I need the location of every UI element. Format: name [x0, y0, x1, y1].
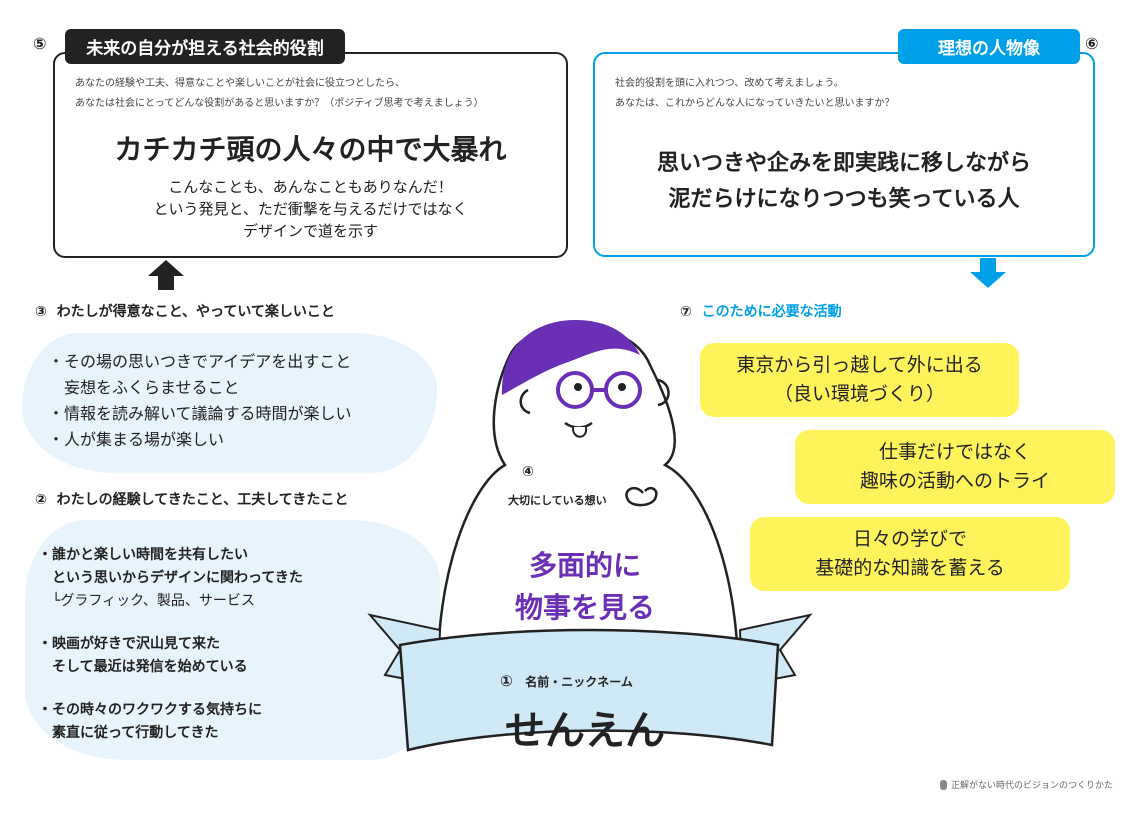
footer-text: 正解がない時代のビジョンのつくりかた	[951, 781, 1114, 791]
list-item: という思いからデザインに関わってきた	[38, 570, 303, 586]
section7-title: このために必要な活動	[701, 304, 842, 320]
experience-list: ・誰かと楽しい時間を共有したい という思いからデザインに関わってきた └グラフィ…	[38, 544, 303, 745]
sub-text: デザインで道を示す	[242, 222, 378, 240]
activity-text: 趣味の活動へのトライ	[859, 470, 1050, 492]
activity-card: 東京から引っ越して外に出る （良い環境づくり）	[700, 343, 1019, 417]
section3-heading: ③ わたしが得意なこと、やっていて楽しいこと	[35, 301, 335, 321]
list-item: ・その時々のワクワクする気持ちに	[38, 702, 262, 718]
section1-number: ①	[500, 672, 513, 690]
section1-title: 名前・ニックネーム	[525, 675, 633, 689]
prompt: あなたは、これからどんな人になっていきたいと思いますか？	[615, 98, 895, 109]
list-item: └グラフィック、製品、サービス	[38, 593, 255, 609]
list-item: 妄想をふくらませること	[48, 378, 240, 397]
activity-text: 基礎的な知識を蓄える	[815, 557, 1005, 579]
ideal-answer: 泥だらけになりつつも笑っている人	[668, 187, 1020, 212]
sub-text: こんなことも、あんなこともありなんだ！	[168, 178, 453, 196]
list-item: ・映画が好きで沢山見て来た	[38, 636, 220, 652]
section2-title: わたしの経験してきたこと、工夫してきたこと	[56, 492, 349, 508]
activity-card: 日々の学びで基礎的な知識を蓄える	[750, 517, 1070, 591]
footer: 正解がない時代のビジョンのつくりかた	[940, 778, 1113, 791]
activity-text: （良い環境づくり）	[773, 383, 945, 405]
list-item: ・人が集まる場が楽しい	[48, 430, 225, 449]
sub-text: という発見と、ただ衝撃を与えるだけではなく	[153, 200, 468, 218]
list-item: ・その場の思いつきでアイデアを出すこと	[48, 352, 352, 371]
name-banner	[398, 628, 780, 752]
core-belief: 物事を見る	[514, 591, 655, 624]
future-role-tab: 未来の自分が担える社会的役割	[65, 29, 345, 64]
prompt: あなたの経験や工夫、得意なことや楽しいことが社会に役立つとしたら、	[75, 78, 405, 89]
section4-title: 大切にしている想い	[508, 494, 607, 507]
prompt: あなたは社会にとってどんな役割があると思いますか？（ポジティブ思考で考えましょう…	[75, 98, 484, 109]
section5-number: ⑤	[33, 34, 47, 53]
activity-text: 仕事だけではなく	[878, 441, 1031, 463]
strengths-list: ・その場の思いつきでアイデアを出すこと 妄想をふくらませること ・情報を読み解い…	[48, 349, 352, 453]
section3-number: ③	[35, 304, 47, 320]
section2-heading: ② わたしの経験してきたこと、工夫してきたこと	[35, 489, 348, 509]
activity-text: 日々の学びで	[852, 528, 967, 550]
future-role-answer: カチカチ頭の人々の中で大暴れ	[114, 133, 507, 166]
heart-icon	[625, 486, 658, 507]
prompt: 社会的役割を頭に入れつつ、改めて考えましょう。	[615, 78, 844, 89]
ideal-person-tab: 理想の人物像	[898, 29, 1080, 64]
experience-blob	[25, 520, 440, 760]
list-item: ・誰かと楽しい時間を共有したい	[38, 547, 248, 563]
section7-number: ⑦	[680, 304, 692, 320]
ideal-person-box: 社会的役割を頭に入れつつ、改めて考えましょう。 あなたは、これからどんな人になっ…	[593, 52, 1095, 257]
hair	[501, 320, 640, 395]
section4-number: ④	[522, 464, 534, 480]
ideal-answer: 思いつきや企みを即実践に移しながら	[656, 151, 1031, 176]
activity-text: 東京から引っ越して外に出る	[736, 354, 983, 376]
character-body	[436, 324, 740, 687]
section6-number: ⑥	[1085, 34, 1099, 53]
section2-number: ②	[35, 492, 47, 508]
section1-heading: ① 名前・ニックネーム	[500, 672, 633, 690]
arrow-down-icon	[970, 258, 1006, 288]
section3-title: わたしが得意なこと、やっていて楽しいこと	[56, 304, 335, 320]
list-item: ・情報を読み解いて議論する時間が楽しい	[48, 404, 352, 423]
nickname: せんえん	[505, 708, 665, 754]
logo-icon	[940, 779, 947, 790]
core-belief: 多面的に	[528, 549, 641, 582]
list-item: そして最近は発信を始めている	[38, 659, 248, 675]
strengths-blob	[22, 333, 437, 473]
arrow-up-icon	[148, 260, 184, 290]
activity-card: 仕事だけではなく趣味の活動へのトライ	[795, 430, 1115, 504]
list-item: 素直に従って行動してきた	[38, 725, 219, 741]
future-role-box: あなたの経験や工夫、得意なことや楽しいことが社会に役立つとしたら、 あなたは社会…	[53, 52, 568, 258]
section7-heading: ⑦ このために必要な活動	[680, 301, 842, 321]
character-illustration	[367, 320, 813, 752]
